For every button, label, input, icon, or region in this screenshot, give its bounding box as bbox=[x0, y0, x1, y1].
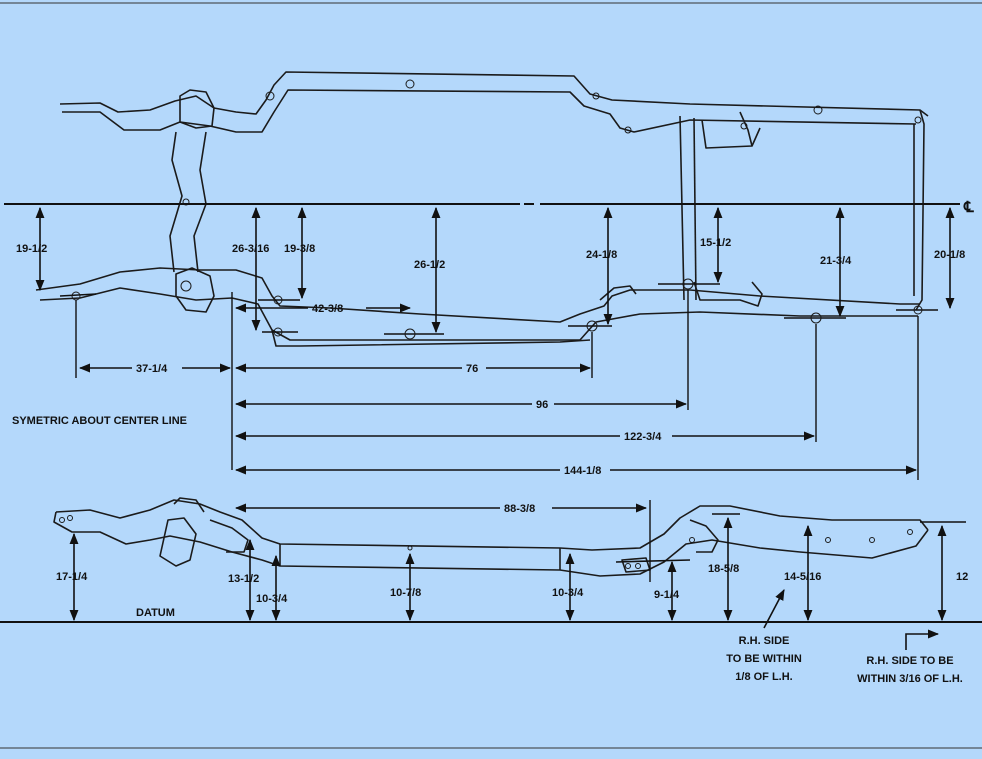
centerline-symbol: ℄ bbox=[963, 199, 974, 216]
symmetry-note: SYMETRIC ABOUT CENTER LINE bbox=[12, 415, 187, 427]
leader-arrow-2 bbox=[905, 629, 940, 650]
dim-19-1-2: 19-1/2 bbox=[16, 243, 47, 255]
leader-arrow-1 bbox=[763, 589, 785, 629]
frame-plan-view bbox=[35, 71, 938, 347]
dim-24-1-8: 24-1/8 bbox=[586, 249, 617, 261]
note-1-line-2: TO BE WITHIN bbox=[726, 653, 802, 665]
dim-10-3-4-left: 10-3/4 bbox=[256, 593, 288, 605]
dim-76: 76 bbox=[466, 363, 478, 375]
plan-vertical-dimensions: 19-1/2 26-3/16 19-3/8 26-1/2 24-1/8 15-1… bbox=[16, 206, 965, 334]
dim-42-3-8: 42-3/8 bbox=[312, 303, 343, 315]
dim-17-1-4: 17-1/4 bbox=[56, 571, 88, 583]
note-1-line-3: 1/8 OF L.H. bbox=[735, 671, 792, 683]
dim-12: 12 bbox=[956, 571, 968, 583]
dim-26-1-2: 26-1/2 bbox=[414, 259, 445, 271]
plan-horizontal-dimensions: 42-3/8 37-1/4 76 96 122-3/4 144-1/8 bbox=[75, 290, 919, 480]
dim-10-7-8: 10-7/8 bbox=[390, 587, 421, 599]
dim-14-5-16: 14-5/16 bbox=[784, 571, 821, 583]
dim-19-3-8: 19-3/8 bbox=[284, 243, 315, 255]
note-2-line-2: WITHIN 3/16 OF L.H. bbox=[857, 673, 963, 685]
dim-96: 96 bbox=[536, 399, 548, 411]
dim-10-3-4-right: 10-3/4 bbox=[552, 587, 584, 599]
side-view-dimensions: 88-3/8 17-1/4 13-1/2 10-3/4 10-7/8 10-3/… bbox=[56, 500, 968, 650]
dim-21-3-4: 21-3/4 bbox=[820, 255, 852, 267]
dim-37-1-4: 37-1/4 bbox=[136, 363, 168, 375]
dim-13-1-2: 13-1/2 bbox=[228, 573, 259, 585]
frame-side-view bbox=[53, 497, 929, 577]
dim-20-1-8: 20-1/8 bbox=[934, 249, 965, 261]
dim-15-1-2: 15-1/2 bbox=[700, 237, 731, 249]
dim-144-1-8: 144-1/8 bbox=[564, 465, 601, 477]
rh-side-note-2: R.H. SIDE TO BE WITHIN 3/16 OF L.H. bbox=[857, 655, 963, 685]
rh-side-note-1: R.H. SIDE TO BE WITHIN 1/8 OF L.H. bbox=[726, 635, 802, 683]
dim-26-3-16: 26-3/16 bbox=[232, 243, 269, 255]
dim-9-1-4: 9-1/4 bbox=[654, 589, 680, 601]
note-1-line-1: R.H. SIDE bbox=[739, 635, 790, 647]
note-2-line-1: R.H. SIDE TO BE bbox=[866, 655, 953, 667]
dim-122-3-4: 122-3/4 bbox=[624, 431, 662, 443]
datum-label: DATUM bbox=[136, 607, 175, 619]
dim-88-3-8: 88-3/8 bbox=[504, 503, 535, 515]
dim-18-5-8: 18-5/8 bbox=[708, 563, 739, 575]
